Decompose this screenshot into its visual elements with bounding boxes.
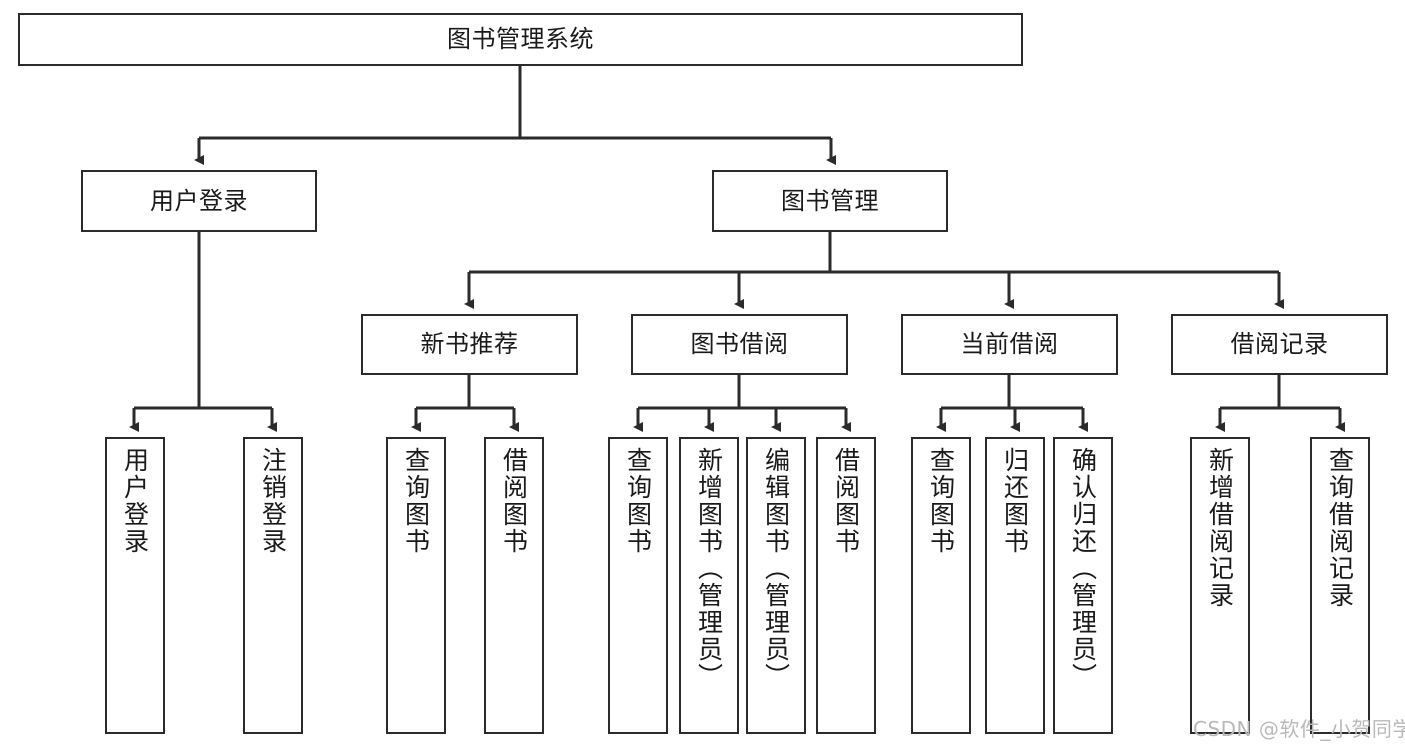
leaf-add-book-admin[interactable]: 新增图书（管理员） (679, 437, 739, 734)
node-root[interactable]: 图书管理系统 (18, 13, 1023, 66)
node-book-management-label: 图书管理 (781, 186, 879, 215)
leaf-borrow-book-recommend-label: 借阅图书 (499, 447, 529, 555)
node-book-borrow[interactable]: 图书借阅 (631, 314, 848, 375)
node-borrow-record[interactable]: 借阅记录 (1171, 314, 1388, 375)
node-borrow-record-label: 借阅记录 (1230, 330, 1329, 359)
node-user-login-label: 用户登录 (150, 186, 248, 215)
leaf-query-book-borrow-label: 查询图书 (623, 447, 653, 555)
node-current-borrow-label: 当前借阅 (960, 330, 1059, 359)
node-user-login[interactable]: 用户登录 (81, 170, 317, 232)
leaf-query-borrow-record-label: 查询借阅记录 (1325, 447, 1355, 609)
node-new-book-recommend-label: 新书推荐 (420, 330, 519, 359)
leaf-query-book-recommend[interactable]: 查询图书 (386, 437, 446, 734)
leaf-add-book-admin-label: 新增图书（管理员） (694, 447, 724, 690)
leaf-user-login-label: 用户登录 (120, 447, 150, 555)
node-root-label: 图书管理系统 (447, 25, 594, 54)
leaf-query-book-borrow[interactable]: 查询图书 (608, 437, 668, 734)
leaf-query-borrow-record[interactable]: 查询借阅记录 (1310, 437, 1370, 734)
leaf-query-book-recommend-label: 查询图书 (401, 447, 431, 555)
node-book-management[interactable]: 图书管理 (712, 170, 948, 232)
leaf-logout-label: 注销登录 (258, 447, 288, 555)
leaf-query-book-current[interactable]: 查询图书 (911, 437, 971, 734)
leaf-borrow-book[interactable]: 借阅图书 (816, 437, 876, 734)
csdn-watermark: CSDN @软件_小贺同学 (1193, 717, 1405, 741)
node-book-borrow-label: 图书借阅 (690, 330, 789, 359)
leaf-add-borrow-record[interactable]: 新增借阅记录 (1190, 437, 1250, 734)
node-new-book-recommend[interactable]: 新书推荐 (361, 314, 578, 375)
leaf-confirm-return-admin[interactable]: 确认归还（管理员） (1053, 437, 1113, 734)
leaf-borrow-book-label: 借阅图书 (831, 447, 861, 555)
leaf-return-book-label: 归还图书 (1000, 447, 1030, 555)
leaf-user-login[interactable]: 用户登录 (105, 437, 165, 734)
leaf-return-book[interactable]: 归还图书 (985, 437, 1045, 734)
node-current-borrow[interactable]: 当前借阅 (901, 314, 1118, 375)
leaf-borrow-book-recommend[interactable]: 借阅图书 (484, 437, 544, 734)
leaf-confirm-return-admin-label: 确认归还（管理员） (1068, 447, 1098, 690)
leaf-logout[interactable]: 注销登录 (243, 437, 303, 734)
leaf-edit-book-admin[interactable]: 编辑图书（管理员） (746, 437, 806, 734)
leaf-edit-book-admin-label: 编辑图书（管理员） (761, 447, 791, 690)
leaf-add-borrow-record-label: 新增借阅记录 (1205, 447, 1235, 609)
leaf-query-book-current-label: 查询图书 (926, 447, 956, 555)
